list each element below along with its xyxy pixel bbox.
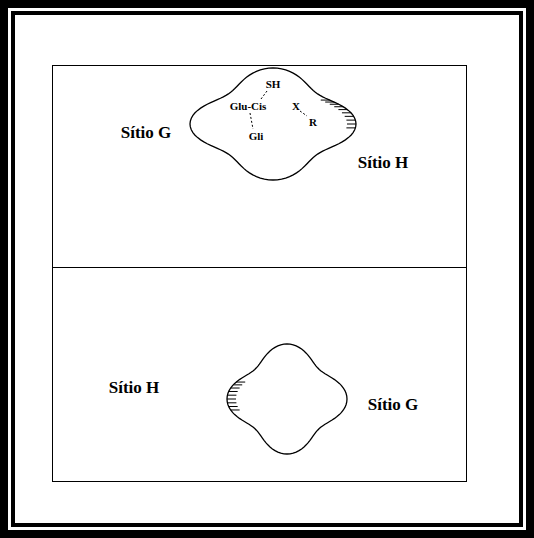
hatch-line <box>229 406 238 407</box>
frame-ground <box>15 15 519 523</box>
residue-label: Glu-Cis <box>230 100 267 112</box>
hatch-line <box>231 409 240 410</box>
site-label: Sítio G <box>368 396 419 415</box>
hatch-line <box>325 102 334 103</box>
site-label: Sítio H <box>358 154 409 173</box>
lower-panel: Sítio H Sítio G <box>52 267 467 482</box>
hatch-line <box>227 395 236 396</box>
hatch-line <box>227 402 236 403</box>
hatch-line <box>321 100 330 101</box>
hatch-line <box>346 120 355 121</box>
bond-line <box>300 111 307 116</box>
hatch-line <box>342 112 351 113</box>
frame-inner <box>11 11 523 527</box>
residue-label: R <box>309 116 317 128</box>
hatch-line <box>345 116 354 117</box>
hatch-line <box>231 388 240 389</box>
enzyme-outline <box>227 344 347 454</box>
enzyme-outline <box>190 68 356 180</box>
residue-label: SH <box>266 78 281 90</box>
hatch-line <box>236 382 245 383</box>
hatch-line <box>347 124 356 125</box>
hatch-line <box>346 127 355 128</box>
enzyme-shape: SH Glu-Cis XR Gli <box>188 66 358 181</box>
hatch-line <box>233 384 242 385</box>
frame-gap <box>8 8 526 530</box>
upper-panel: SH Glu-Cis XR Gli Sítio G Sítio H <box>52 65 467 268</box>
site-label: Sítio G <box>121 124 172 143</box>
residue-label: Gli <box>249 130 264 142</box>
hatch-line <box>229 391 238 392</box>
bond-line <box>261 91 267 99</box>
hatch-line <box>338 109 347 110</box>
hatch-line <box>334 106 343 107</box>
site-label: Sítio H <box>109 379 160 398</box>
bond-line <box>250 113 253 129</box>
hatch-line <box>227 399 236 400</box>
hatch-line <box>330 104 339 105</box>
residue-label: X <box>292 100 300 112</box>
enzyme-outline <box>227 344 347 454</box>
